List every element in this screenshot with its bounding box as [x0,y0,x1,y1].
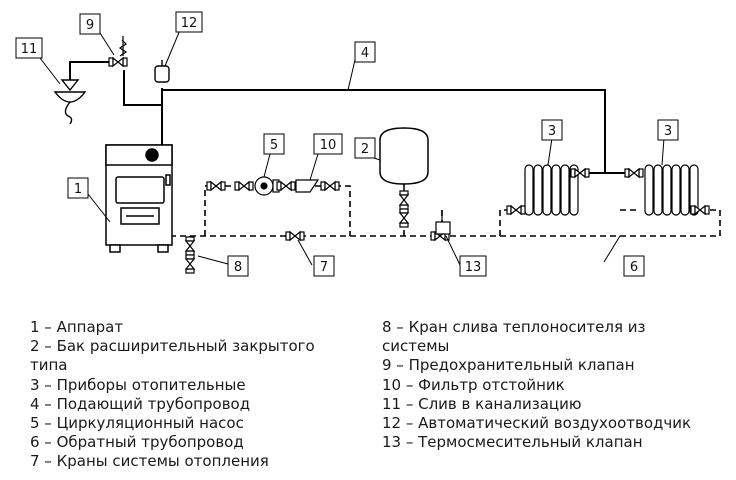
callout-10: 10 [320,138,337,153]
legend-item: типа [30,356,68,375]
sewer-drain [53,79,87,125]
callout-3-left: 3 [548,124,556,139]
legend-item: 12 – Автоматический воздухоотводчик [382,414,692,433]
callout-7: 7 [320,260,328,275]
callout-13: 13 [465,260,482,275]
legend-left: 1 – Аппарат 2 – Бак расширительный закры… [30,318,315,472]
legend-item: 9 – Предохранительный клапан [382,356,635,375]
boiler [105,144,173,253]
leader-lines [39,29,665,266]
pump-branch [206,176,340,196]
expansion-tank [379,127,429,228]
radiator-right [624,164,710,216]
legend-item: 6 – Обратный трубопровод [30,433,244,452]
callout-9: 9 [86,18,94,33]
callout-1: 1 [74,182,82,197]
safety-valve [108,36,128,67]
callout-3-right: 3 [664,124,672,139]
legend-item: 3 – Приборы отопительные [30,375,246,394]
legend-right: 8 – Кран слива теплоносителя из системы … [382,318,691,452]
legend-item: 2 – Бак расширительный закрытого [30,337,315,356]
legend-item: 1 – Аппарат [30,318,124,336]
legend-item: 7 – Краны системы отопления [30,452,269,471]
callout-11: 11 [21,42,38,57]
callout-labels: 1 2 4 5 10 6 7 8 9 11 12 13 3 3 [21,16,672,275]
callout-2: 2 [361,142,369,157]
callout-boxes [15,11,679,277]
heating-system-diagram: 1 2 4 5 10 6 7 8 9 11 12 13 3 3 [15,11,721,277]
legend-item: 5 – Циркуляционный насос [30,414,244,433]
legend-item: 4 – Подающий трубопровод [30,394,251,413]
callout-4: 4 [361,46,369,61]
callout-6: 6 [630,260,638,275]
callout-12: 12 [181,16,198,31]
drain-valve [185,236,195,274]
callout-5: 5 [270,138,278,153]
legend-item: 8 – Кран слива теплоносителя из [382,318,646,336]
legend-item: 10 – Фильтр отстойник [382,375,565,394]
callout-8: 8 [234,260,242,275]
radiator-left [506,164,590,216]
legend-item: 11 – Слив в канализацию [382,394,582,413]
thermo-mixing-valve [435,210,451,235]
legend-item: 13 – Термосмесительный клапан [382,433,643,452]
auto-air-vent [154,60,170,83]
legend-item: системы [382,337,450,356]
